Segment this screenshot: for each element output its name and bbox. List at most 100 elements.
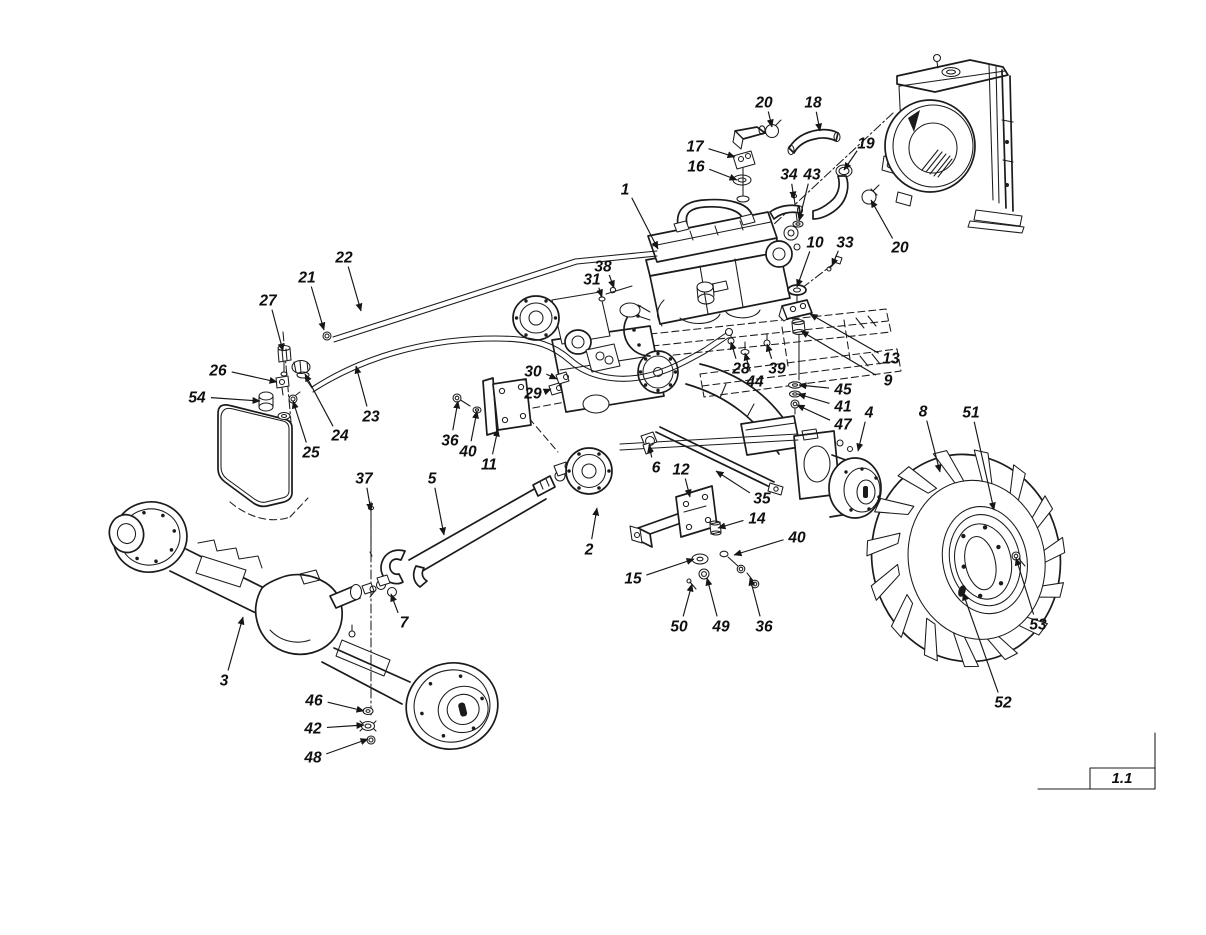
callout-23: 23 xyxy=(361,409,380,426)
lower-radiator-hose xyxy=(812,175,849,220)
callout-2: 2 xyxy=(584,542,594,559)
leader-line-7 xyxy=(390,593,399,614)
tread-lug xyxy=(870,563,900,601)
callout-20: 20 xyxy=(754,95,773,112)
leader-line-15 xyxy=(646,558,695,576)
callout-3: 3 xyxy=(220,673,229,690)
universal-joint-7 xyxy=(369,574,398,598)
tread-lug xyxy=(923,617,938,662)
driveshaft-assembly xyxy=(367,447,613,717)
leader-line-37 xyxy=(366,487,374,512)
callout-35: 35 xyxy=(753,491,771,508)
leader-line-36 xyxy=(748,577,761,617)
front-axle-assembly xyxy=(108,501,499,751)
leader-line-46 xyxy=(327,701,365,713)
isolator-9 xyxy=(791,320,806,334)
hydraulic-pumps xyxy=(512,291,621,373)
nut-49 xyxy=(698,568,710,580)
leader-line-8 xyxy=(926,420,942,473)
leader-line-23 xyxy=(354,365,368,407)
callout-45: 45 xyxy=(833,382,852,399)
leader-line-30 xyxy=(546,372,558,380)
callout-48: 48 xyxy=(303,750,322,767)
leader-line-48 xyxy=(326,738,369,755)
crank-pulley xyxy=(765,240,793,268)
driveshaft-5 xyxy=(408,487,547,574)
callout-10: 10 xyxy=(806,235,824,252)
leader-line-22 xyxy=(347,266,363,312)
callout-15: 15 xyxy=(624,571,642,588)
leader-line-34 xyxy=(789,183,797,200)
leader-line-33 xyxy=(831,250,839,267)
leader-line-44 xyxy=(743,352,751,372)
callout-44: 44 xyxy=(745,374,764,391)
callout-54: 54 xyxy=(188,390,206,407)
leader-line-29 xyxy=(542,388,552,396)
washer-31 xyxy=(598,296,606,302)
callout-49: 49 xyxy=(711,619,730,636)
engine-mount-hardware xyxy=(598,255,843,415)
figure-reference-box: 1.1 xyxy=(1037,732,1156,790)
leader-line-25 xyxy=(291,400,307,443)
mount-bracket-13 xyxy=(781,299,813,320)
bracket-plate-11 xyxy=(492,378,532,431)
callout-42: 42 xyxy=(303,721,322,738)
callout-1: 1 xyxy=(621,182,630,199)
leader-line-40 xyxy=(470,410,479,442)
leader-line-49 xyxy=(705,577,718,617)
callout-30: 30 xyxy=(524,364,542,381)
callout-16: 16 xyxy=(687,159,705,176)
callout-5: 5 xyxy=(428,471,437,488)
leader-line-38 xyxy=(608,274,615,289)
leader-line-45 xyxy=(798,382,830,390)
tread-lug xyxy=(897,466,938,494)
front-left-hub xyxy=(108,501,188,573)
wheel-tire xyxy=(866,449,1066,668)
leader-line-35 xyxy=(715,470,751,494)
callout-17: 17 xyxy=(686,139,705,156)
transmission-assembly xyxy=(512,291,679,455)
leader-line-11 xyxy=(491,428,500,455)
fuel-lines xyxy=(311,250,734,393)
leader-line-40 xyxy=(733,539,784,557)
leader-line-6 xyxy=(647,444,655,458)
figure-reference: 1.1 xyxy=(1112,770,1133,787)
callout-53: 53 xyxy=(1029,617,1047,634)
tread-lug xyxy=(874,497,915,516)
leader-line-43 xyxy=(797,183,809,222)
radiator-filler-cap xyxy=(941,66,961,78)
callout-9: 9 xyxy=(884,373,893,390)
callout-33: 33 xyxy=(836,235,854,252)
axle-housing-left xyxy=(169,548,267,615)
leader-line-14 xyxy=(717,519,744,530)
callout-31: 31 xyxy=(583,272,600,289)
callout-28: 28 xyxy=(731,361,750,378)
callout-22: 22 xyxy=(334,250,353,267)
engine-block xyxy=(649,251,791,325)
callout-43: 43 xyxy=(802,167,821,184)
engine-assembly xyxy=(619,198,804,357)
upper-radiator-hose xyxy=(788,128,839,154)
differential-housing xyxy=(254,573,343,656)
leader-line-52 xyxy=(962,592,999,693)
leader-line-42 xyxy=(326,721,365,729)
leader-line-4 xyxy=(856,421,866,452)
leader-line-39 xyxy=(765,343,773,359)
washer-46 xyxy=(362,706,374,716)
tie-rod-35 xyxy=(655,426,775,488)
callout-26: 26 xyxy=(208,363,227,380)
output-yoke-6 xyxy=(640,431,658,447)
radiator-assembly xyxy=(881,53,1025,234)
callout-40: 40 xyxy=(787,530,806,547)
mounting-bracket-plate xyxy=(452,377,532,436)
fuel-tank-group xyxy=(217,250,734,521)
bolt-48 xyxy=(366,735,376,745)
leader-line-51 xyxy=(973,421,996,511)
callout-46: 46 xyxy=(304,693,323,710)
callout-8: 8 xyxy=(919,404,928,421)
nut-42 xyxy=(360,720,376,732)
callout-47: 47 xyxy=(833,417,853,434)
